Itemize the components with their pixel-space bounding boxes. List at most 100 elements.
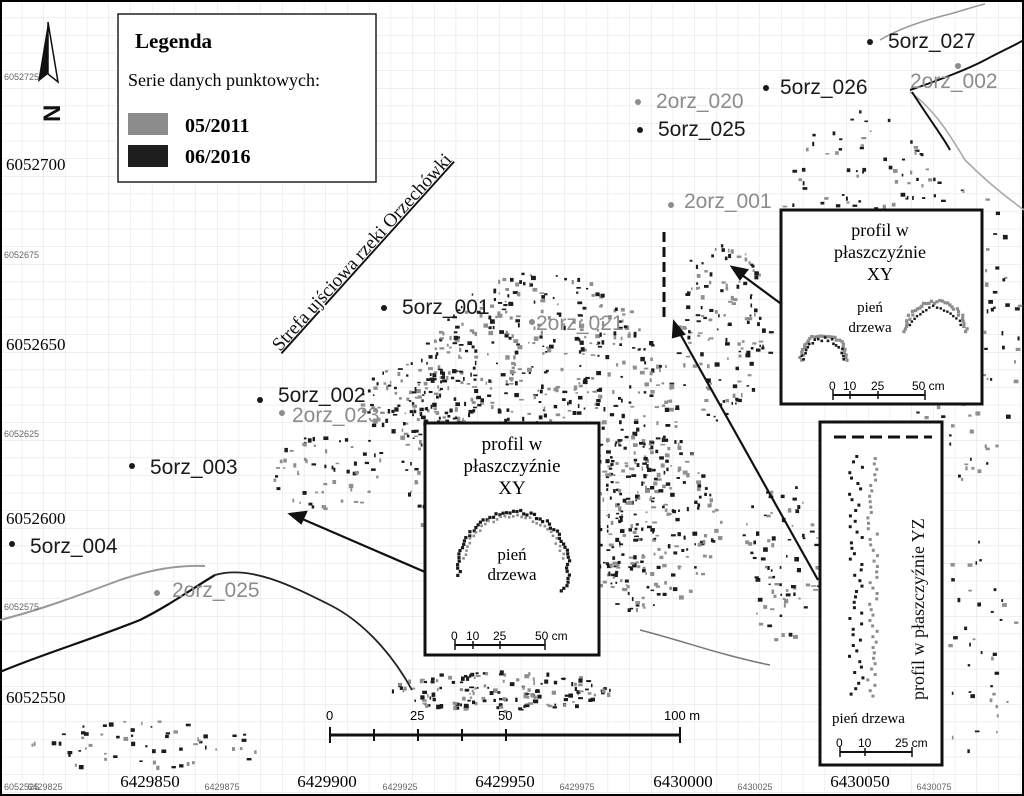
- point-mark: [472, 409, 476, 413]
- point-mark: [893, 169, 898, 173]
- profile-point: [511, 509, 516, 513]
- point-mark: [977, 469, 982, 474]
- point-mark: [482, 699, 487, 703]
- point-mark: [716, 328, 719, 331]
- inset-xy-right-title-1: profil w: [851, 220, 909, 240]
- point-mark: [964, 626, 968, 631]
- point-mark: [472, 692, 475, 696]
- point-mark: [321, 491, 324, 494]
- point-mark: [941, 415, 946, 418]
- point-mark: [753, 540, 756, 545]
- legend-swatch-2016: [128, 145, 168, 167]
- profile-point: [472, 534, 476, 538]
- point-mark: [701, 572, 705, 576]
- point-mark: [838, 148, 843, 151]
- point-mark: [614, 443, 617, 447]
- point-mark: [661, 404, 666, 407]
- point-mark: [307, 438, 312, 443]
- station-marker-icon: [955, 63, 961, 69]
- point-mark: [636, 427, 640, 432]
- point-mark: [578, 350, 582, 354]
- profile-point: [830, 337, 834, 341]
- point-mark: [516, 343, 520, 346]
- point-mark: [368, 439, 371, 442]
- point-mark: [468, 413, 471, 418]
- point-mark: [504, 392, 508, 395]
- point-mark: [555, 275, 558, 277]
- point-mark: [474, 389, 479, 394]
- point-mark: [783, 603, 786, 608]
- point-mark: [527, 367, 532, 372]
- point-mark: [362, 393, 365, 396]
- point-mark: [406, 434, 410, 438]
- point-mark: [81, 736, 85, 739]
- point-mark: [856, 174, 859, 178]
- point-mark: [811, 585, 816, 587]
- profile-point: [852, 600, 856, 604]
- point-mark: [596, 388, 601, 392]
- point-mark: [498, 703, 503, 707]
- inset-xy-center: profil w płaszczyźnie XY pień drzewa 0 1…: [423, 421, 601, 657]
- point-mark: [442, 332, 445, 336]
- point-mark: [795, 509, 800, 514]
- point-mark: [797, 505, 801, 509]
- point-mark: [61, 733, 66, 736]
- point-mark: [1006, 700, 1009, 703]
- point-mark: [293, 463, 297, 468]
- profile-point: [549, 530, 553, 534]
- point-mark: [372, 394, 375, 396]
- point-mark: [456, 417, 461, 422]
- point-mark: [325, 449, 328, 454]
- point-mark: [656, 565, 661, 569]
- profile-point: [962, 324, 966, 329]
- point-mark: [385, 418, 389, 423]
- profile-point: [848, 514, 852, 518]
- point-mark: [404, 412, 407, 415]
- point-mark: [485, 381, 488, 385]
- point-mark: [593, 693, 596, 697]
- point-mark: [439, 393, 442, 398]
- point-mark: [532, 699, 535, 703]
- point-mark: [665, 365, 667, 369]
- point-mark: [674, 421, 678, 423]
- point-mark: [615, 581, 618, 584]
- station-2orz-021: 2orz_021: [529, 312, 624, 335]
- point-mark: [466, 383, 471, 385]
- profile-point: [848, 471, 852, 475]
- point-mark: [482, 672, 488, 675]
- point-mark: [467, 341, 473, 346]
- point-mark: [755, 348, 761, 352]
- station-5orz-002: 5orz_002: [257, 384, 366, 407]
- profile-point: [946, 301, 950, 305]
- profile-point: [924, 302, 929, 306]
- point-mark: [980, 651, 983, 655]
- profile-point: [557, 532, 561, 536]
- point-mark: [586, 680, 592, 683]
- point-mark: [578, 338, 581, 342]
- point-mark: [852, 204, 858, 207]
- point-mark: [650, 496, 652, 500]
- point-mark: [596, 371, 601, 376]
- point-mark: [1001, 331, 1004, 336]
- station-label: 5orz_026: [780, 76, 868, 99]
- point-mark: [449, 408, 453, 413]
- scale-tick-50: 50: [498, 708, 512, 723]
- point-mark: [629, 385, 632, 389]
- point-mark: [333, 467, 336, 472]
- profile-point: [468, 530, 472, 534]
- point-mark: [958, 474, 961, 478]
- point-mark: [900, 192, 906, 197]
- point-mark: [634, 535, 639, 538]
- point-mark: [638, 496, 641, 500]
- point-mark: [742, 534, 746, 537]
- point-mark: [928, 178, 933, 182]
- point-mark: [643, 455, 647, 458]
- point-mark: [627, 591, 630, 596]
- point-mark: [754, 275, 759, 280]
- point-mark: [688, 341, 692, 344]
- point-mark: [669, 384, 675, 390]
- point-mark: [439, 376, 442, 379]
- point-mark: [547, 348, 552, 353]
- point-mark: [690, 453, 693, 456]
- point-mark: [720, 244, 724, 248]
